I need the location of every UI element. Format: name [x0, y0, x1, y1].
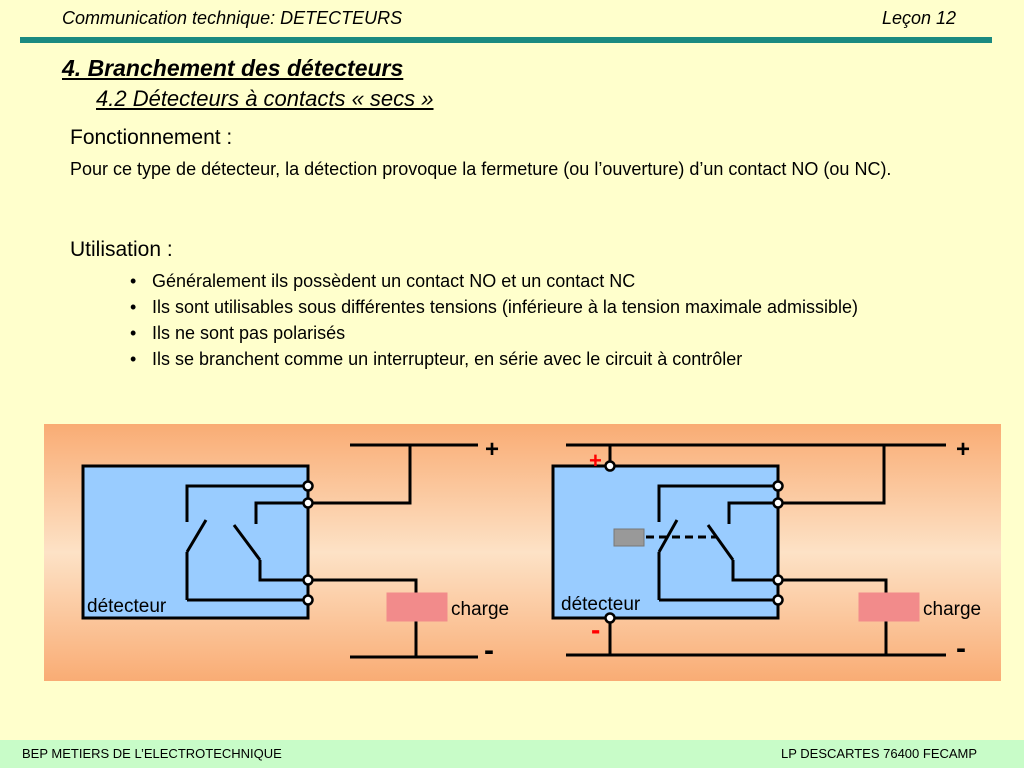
- left-internal-wire: [258, 560, 308, 582]
- right-supply-plus-sign: +: [589, 448, 602, 473]
- left-internal-wire: [185, 484, 308, 522]
- right-sensor-coil: [613, 528, 645, 547]
- left-minus-sign: -: [484, 634, 494, 667]
- utilisation-item: Ils ne sont pas polarisés: [128, 320, 948, 346]
- left-detector-label: détecteur: [87, 596, 167, 617]
- left-terminal: [302, 594, 314, 606]
- section-title: 4. Branchement des détecteurs: [62, 55, 404, 81]
- left-wire-to-load: [308, 578, 418, 594]
- left-wire-to-plus: [308, 445, 412, 505]
- utilisation-heading: Utilisation :: [70, 238, 173, 261]
- utilisation-list: Généralement ils possèdent un contact NO…: [128, 268, 948, 372]
- left-contact-blade: [185, 519, 208, 553]
- left-detector-box: [81, 464, 310, 620]
- header-course-title: Communication technique: DETECTEURS: [62, 8, 403, 28]
- left-terminal: [302, 497, 314, 509]
- fonctionnement-text: Pour ce type de détecteur, la détection …: [70, 159, 892, 179]
- right-terminal: [772, 480, 784, 492]
- section-subtitle: 4.2 Détecteurs à contacts « secs »: [96, 86, 434, 111]
- right-terminal: [772, 594, 784, 606]
- left-load: [386, 592, 448, 622]
- right-terminal: [772, 574, 784, 586]
- left-plus-sign: +: [485, 436, 499, 463]
- header-lesson-number: Leçon 12: [882, 8, 957, 28]
- right-wire-to-load: [778, 578, 888, 594]
- right-wire-to-plus: [778, 445, 886, 505]
- left-terminal: [302, 480, 314, 492]
- right-minus-sign: -: [956, 632, 966, 665]
- right-terminal: [772, 497, 784, 509]
- left-load-label: charge: [451, 599, 509, 620]
- left-internal-wire: [254, 501, 308, 524]
- left-contact-blade: [232, 524, 262, 561]
- footer-left-text: BEP METIERS DE L’ELECTROTECHNIQUE: [22, 746, 282, 761]
- right-supply-minus-sign: -: [591, 614, 600, 645]
- utilisation-item: Généralement ils possèdent un contact NO…: [128, 268, 948, 294]
- right-supply-terminal: [604, 612, 616, 624]
- right-detector-label: détecteur: [561, 594, 641, 615]
- utilisation-item: Ils sont utilisables sous différentes te…: [128, 294, 948, 320]
- right-internal-wire: [727, 501, 778, 524]
- footer-bar: [0, 740, 1024, 768]
- fonctionnement-heading: Fonctionnement :: [70, 126, 233, 149]
- footer-right-text: LP DESCARTES 76400 FECAMP: [781, 746, 978, 761]
- right-plus-sign: +: [956, 436, 970, 463]
- right-supply-terminal: [604, 460, 616, 472]
- right-load: [858, 592, 920, 622]
- right-internal-wire: [731, 560, 778, 582]
- right-internal-wire: [657, 484, 778, 522]
- left-terminal: [302, 574, 314, 586]
- right-contact-blade: [706, 524, 735, 561]
- header-divider: [20, 37, 992, 43]
- utilisation-item: Ils se branchent comme un interrupteur, …: [128, 346, 948, 372]
- right-contact-blade: [657, 519, 679, 553]
- right-load-label: charge: [923, 599, 981, 620]
